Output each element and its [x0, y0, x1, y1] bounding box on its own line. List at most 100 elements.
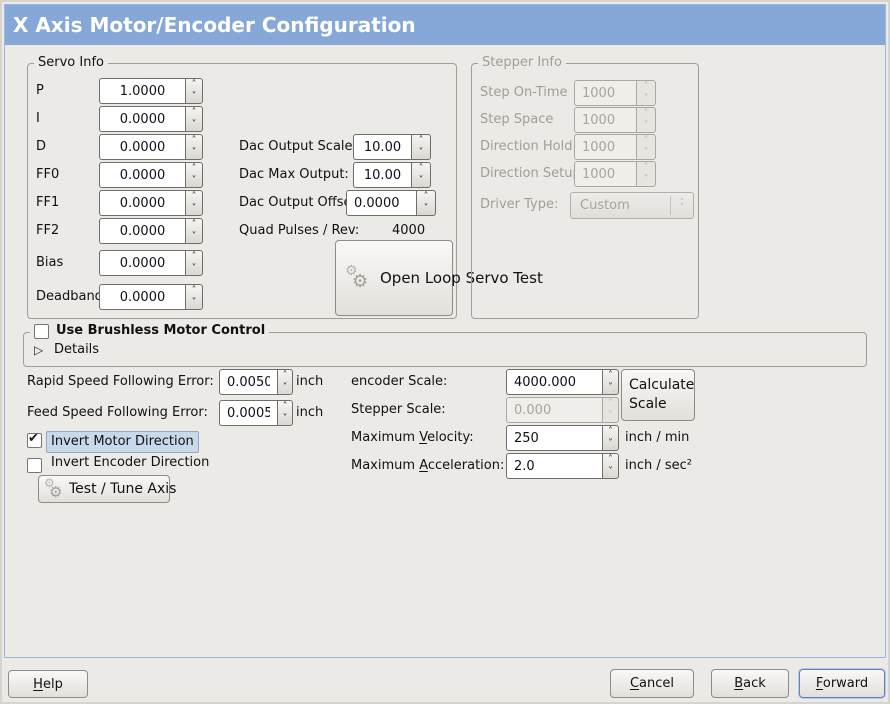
stepper-info-frame: Stepper Info Step On-Time ˄˅ Step Space … — [471, 55, 699, 319]
spin-down-icon[interactable]: ˅ — [608, 466, 613, 477]
stepper-scale-spin-buttons: ˄˅ — [602, 397, 619, 423]
spin-down-icon[interactable]: ˅ — [191, 175, 197, 186]
spin-down-icon[interactable]: ˅ — [191, 297, 197, 308]
feed-following-error-input[interactable] — [220, 401, 277, 425]
ff1-input[interactable] — [100, 191, 185, 215]
max-velocity-unit: inch / min — [625, 430, 690, 445]
driver-type-label: Driver Type: — [480, 197, 559, 212]
rapid-spin-buttons: ˄˅ — [277, 369, 293, 395]
invert-encoder-label[interactable]: Invert Encoder Direction — [51, 455, 210, 470]
spin-down-icon: ˅ — [608, 410, 613, 421]
dac-max-output-input[interactable] — [354, 163, 411, 187]
expander-arrow-icon[interactable]: ▷ — [34, 343, 44, 357]
direction-hold-spin: ˄˅ — [574, 134, 656, 160]
ff0-input[interactable] — [100, 163, 185, 187]
ff0-spin-buttons: ˄˅ — [185, 162, 203, 188]
encoder-scale-entry — [506, 369, 602, 395]
dac-output-offset-input[interactable] — [347, 191, 416, 215]
driver-type-select: Custom ˄˅ — [570, 192, 694, 219]
dac-output-offset-spin-buttons: ˄˅ — [416, 190, 436, 216]
spin-up-icon[interactable]: ˄ — [191, 285, 197, 296]
step-on-time-spin-buttons: ˄˅ — [636, 80, 656, 106]
spin-up-icon[interactable]: ˄ — [423, 191, 429, 202]
open-loop-servo-test-button[interactable]: ⚙⚙ Open Loop Servo Test — [335, 240, 543, 316]
spin-down-icon[interactable]: ˅ — [418, 147, 424, 158]
invert-motor-checkbox[interactable]: ✔ — [27, 431, 42, 448]
spin-down-icon[interactable]: ˅ — [191, 119, 197, 130]
spin-down-icon[interactable]: ˅ — [191, 231, 197, 242]
spin-up-icon[interactable]: ˄ — [191, 163, 197, 174]
use-brushless-checkbox[interactable] — [34, 323, 49, 339]
i-input[interactable] — [100, 107, 185, 131]
spin-down-icon[interactable]: ˅ — [191, 147, 197, 158]
spin-down-icon[interactable]: ˅ — [191, 203, 197, 214]
spin-up-icon[interactable]: ˄ — [418, 163, 424, 174]
d-input[interactable] — [100, 135, 185, 159]
encoder-scale-input[interactable] — [507, 370, 602, 394]
deadband-label: Deadband — [36, 289, 103, 304]
max-velocity-entry — [506, 425, 602, 451]
spin-up-icon[interactable]: ˄ — [191, 219, 197, 230]
dac-max-output-spin-buttons: ˄˅ — [411, 162, 431, 188]
d-entry — [99, 134, 185, 160]
spin-up-icon[interactable]: ˄ — [418, 135, 424, 146]
calculate-scale-label: Calculate Scale — [629, 377, 695, 412]
dac-output-scale-entry — [353, 134, 411, 160]
dac-output-offset-entry — [346, 190, 416, 216]
spin-up-icon[interactable]: ˄ — [191, 107, 197, 118]
max-acceleration-spin: ˄˅ — [506, 453, 619, 479]
bias-spin: ˄˅ — [99, 250, 203, 276]
spin-up-icon[interactable]: ˄ — [191, 79, 197, 90]
cancel-button[interactable]: Cancel — [610, 669, 694, 698]
dac-max-output-label: Dac Max Output: — [239, 167, 349, 182]
spin-down-icon[interactable]: ˅ — [191, 91, 197, 102]
spin-up-icon[interactable]: ˄ — [282, 370, 288, 381]
calculate-scale-button[interactable]: Calculate Scale — [621, 369, 695, 421]
test-tune-axis-label: Test / Tune Axis — [69, 481, 177, 497]
direction-hold-entry — [574, 134, 636, 160]
encoder-scale-spin-buttons: ˄˅ — [602, 369, 619, 395]
spin-up-icon[interactable]: ˄ — [608, 426, 613, 437]
spin-down-icon[interactable]: ˅ — [608, 382, 613, 393]
spin-up-icon[interactable]: ˄ — [191, 251, 197, 262]
forward-button[interactable]: Forward — [799, 669, 885, 698]
spin-down-icon[interactable]: ˅ — [282, 382, 288, 393]
max-velocity-input[interactable] — [507, 426, 602, 450]
max-acceleration-input[interactable] — [507, 454, 602, 478]
spin-down-icon[interactable]: ˅ — [282, 413, 288, 424]
spin-down-icon[interactable]: ˅ — [418, 175, 424, 186]
rapid-following-error-input[interactable] — [220, 370, 277, 394]
spin-up-icon[interactable]: ˄ — [608, 454, 613, 465]
ff2-spin: ˄˅ — [99, 218, 203, 244]
ff2-input[interactable] — [100, 219, 185, 243]
spin-up-icon[interactable]: ˄ — [608, 370, 613, 381]
spin-down-icon[interactable]: ˅ — [608, 438, 613, 449]
p-input[interactable] — [100, 79, 185, 103]
feed-following-error-label: Feed Speed Following Error: — [27, 405, 208, 420]
spin-down-icon[interactable]: ˅ — [191, 263, 197, 274]
bias-input[interactable] — [100, 251, 185, 275]
d-label: D — [36, 139, 47, 154]
deadband-spin: ˄˅ — [99, 284, 203, 310]
quad-pulses-value: 4000 — [392, 223, 426, 238]
test-tune-axis-button[interactable]: ⚙⚙ Test / Tune Axis — [38, 475, 176, 503]
ff1-spin: ˄˅ — [99, 190, 203, 216]
dac-output-scale-input[interactable] — [354, 135, 411, 159]
help-button[interactable]: Help — [8, 670, 88, 698]
spin-down-icon[interactable]: ˅ — [423, 203, 429, 214]
rapid-following-error-label: Rapid Speed Following Error: — [27, 374, 214, 389]
max-acceleration-unit: inch / sec² — [625, 458, 693, 473]
servo-info-frame: Servo Info P ˄˅ I ˄˅ D ˄˅ FF0 ˄˅ FF1 — [27, 55, 543, 319]
ff0-spin: ˄˅ — [99, 162, 203, 188]
spin-up-icon[interactable]: ˄ — [282, 401, 288, 412]
back-button[interactable]: Back — [711, 669, 789, 698]
deadband-input[interactable] — [100, 285, 185, 309]
invert-motor-label[interactable]: Invert Motor Direction — [46, 431, 199, 453]
use-brushless-label[interactable]: Use Brushless Motor Control — [56, 323, 266, 338]
spin-up-icon[interactable]: ˄ — [191, 135, 197, 146]
invert-encoder-checkbox[interactable] — [27, 458, 42, 473]
bias-label: Bias — [36, 255, 64, 270]
spin-up-icon[interactable]: ˄ — [191, 191, 197, 202]
rapid-following-error-entry — [219, 369, 277, 395]
step-space-input — [575, 108, 636, 132]
